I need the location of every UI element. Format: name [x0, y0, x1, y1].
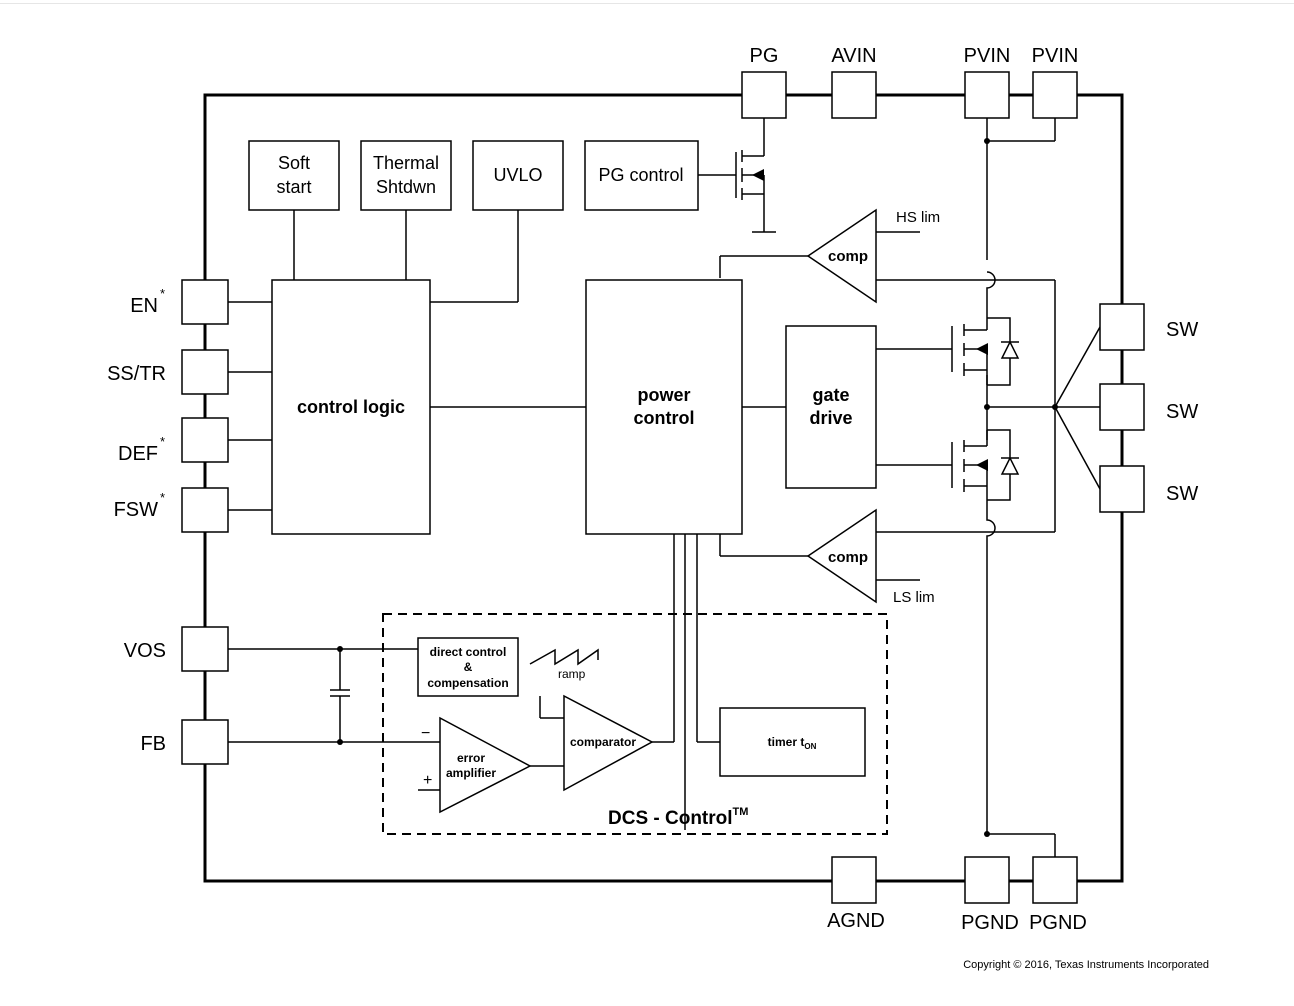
pin-label-def: DEF [118, 443, 158, 465]
pg-control-block [584, 140, 699, 211]
pin-label-pg: PG [750, 45, 779, 67]
hs-comp-label: comp [828, 248, 868, 265]
pin-pvin-1 [964, 71, 1010, 119]
thermal-label-1: Thermal [373, 153, 439, 173]
thermal-shutdown-block [360, 140, 452, 211]
uvlo-block [472, 140, 564, 211]
error-amplifier: error amplifier − + [421, 716, 532, 814]
gate-drive-label-2: drive [809, 408, 852, 428]
thermal-label-2: Shtdwn [376, 177, 436, 197]
pin-agnd [831, 856, 877, 904]
pin-label-fb: FB [140, 733, 166, 755]
pin-avin [831, 71, 877, 119]
error-amp-minus: − [421, 725, 430, 742]
pin-sw-1 [1099, 303, 1145, 351]
wires [228, 118, 1101, 857]
pwm-comparator: comparator [563, 694, 654, 792]
gate-drive-block [785, 325, 877, 489]
direct-control-label-3: compensation [427, 676, 508, 690]
direct-control-label-2: & [464, 660, 473, 674]
ramp-symbol: ramp [529, 648, 599, 681]
power-control-block [585, 279, 743, 535]
pins [181, 71, 1145, 904]
pin-label-pgnd-1: PGND [961, 912, 1019, 934]
pin-fb [181, 719, 229, 765]
pin-pgnd-2 [1032, 856, 1078, 904]
pin-labels: PG AVIN PVIN PVIN EN * SS/TR DEF * FSW *… [107, 45, 1198, 934]
pin-star-fsw: * [160, 490, 165, 505]
hs-lim-label: HS lim [896, 209, 940, 226]
comparator-label: comparator [570, 735, 636, 749]
pin-label-ss-tr: SS/TR [107, 363, 166, 385]
pin-ss-tr [181, 349, 229, 395]
pin-label-en: EN [130, 295, 158, 317]
timer-label: timer tON [768, 735, 817, 751]
control-logic-label: control logic [297, 397, 405, 417]
pin-label-avin: AVIN [831, 45, 876, 67]
ls-comp-label: comp [828, 549, 868, 566]
pin-vos [181, 626, 229, 672]
power-control-label-1: power [637, 385, 690, 405]
ls-comparator: comp LS lim [806, 508, 935, 606]
pin-def [181, 417, 229, 463]
pin-pg [741, 71, 787, 119]
pin-sw-2 [1099, 383, 1145, 431]
direct-control-block [417, 637, 519, 697]
hs-comparator: comp HS lim [806, 208, 940, 304]
error-amp-label-1: error [457, 751, 485, 765]
error-amp-label-2: amplifier [446, 766, 496, 780]
pin-label-pgnd-2: PGND [1029, 912, 1087, 934]
dcs-control-label: DCS - ControlTM [608, 806, 748, 829]
error-amp-plus: + [423, 772, 432, 789]
pin-fsw [181, 487, 229, 533]
dcs-text: DCS - Control [608, 808, 733, 829]
ramp-label: ramp [558, 667, 586, 681]
low-side-mosfet [951, 429, 1020, 501]
pin-star-def: * [160, 434, 165, 449]
pin-label-pvin-2: PVIN [1032, 45, 1079, 67]
timer-block [719, 707, 866, 777]
pin-label-sw-3: SW [1166, 483, 1198, 505]
ls-lim-label: LS lim [893, 589, 935, 606]
pin-label-agnd: AGND [827, 910, 885, 932]
top-separator [0, 3, 1294, 4]
pin-label-fsw: FSW [114, 499, 159, 521]
control-logic-block [271, 279, 431, 535]
top-blocks: Soft start Thermal Shtdwn UVLO PG contro… [248, 140, 699, 211]
pin-label-vos: VOS [124, 640, 166, 662]
pg-fet-symbol [735, 150, 776, 233]
pin-en [181, 279, 229, 325]
pin-pgnd-1 [964, 856, 1010, 904]
power-control-label-2: control [634, 408, 695, 428]
direct-control-label-1: direct control [430, 645, 507, 659]
pin-label-sw-2: SW [1166, 401, 1198, 423]
soft-start-block [248, 140, 340, 211]
pin-star-en: * [160, 286, 165, 301]
pin-pvin-2 [1032, 71, 1078, 119]
pin-label-pvin-1: PVIN [964, 45, 1011, 67]
uvlo-label: UVLO [493, 165, 542, 185]
dcs-control-region [382, 613, 888, 835]
timer-subscript: ON [804, 742, 816, 751]
pin-sw-3 [1099, 465, 1145, 513]
timer-text: timer t [768, 735, 805, 749]
pin-label-sw-1: SW [1166, 319, 1198, 341]
gate-drive-label-1: gate [812, 385, 849, 405]
soft-start-label-2: start [276, 177, 311, 197]
dcs-tm: TM [733, 806, 749, 818]
copyright-text: Copyright © 2016, Texas Instruments Inco… [963, 959, 1209, 971]
junction-dots [337, 138, 1058, 837]
soft-start-label-1: Soft [278, 153, 310, 173]
high-side-mosfet [951, 317, 1020, 386]
pg-control-label: PG control [598, 165, 683, 185]
